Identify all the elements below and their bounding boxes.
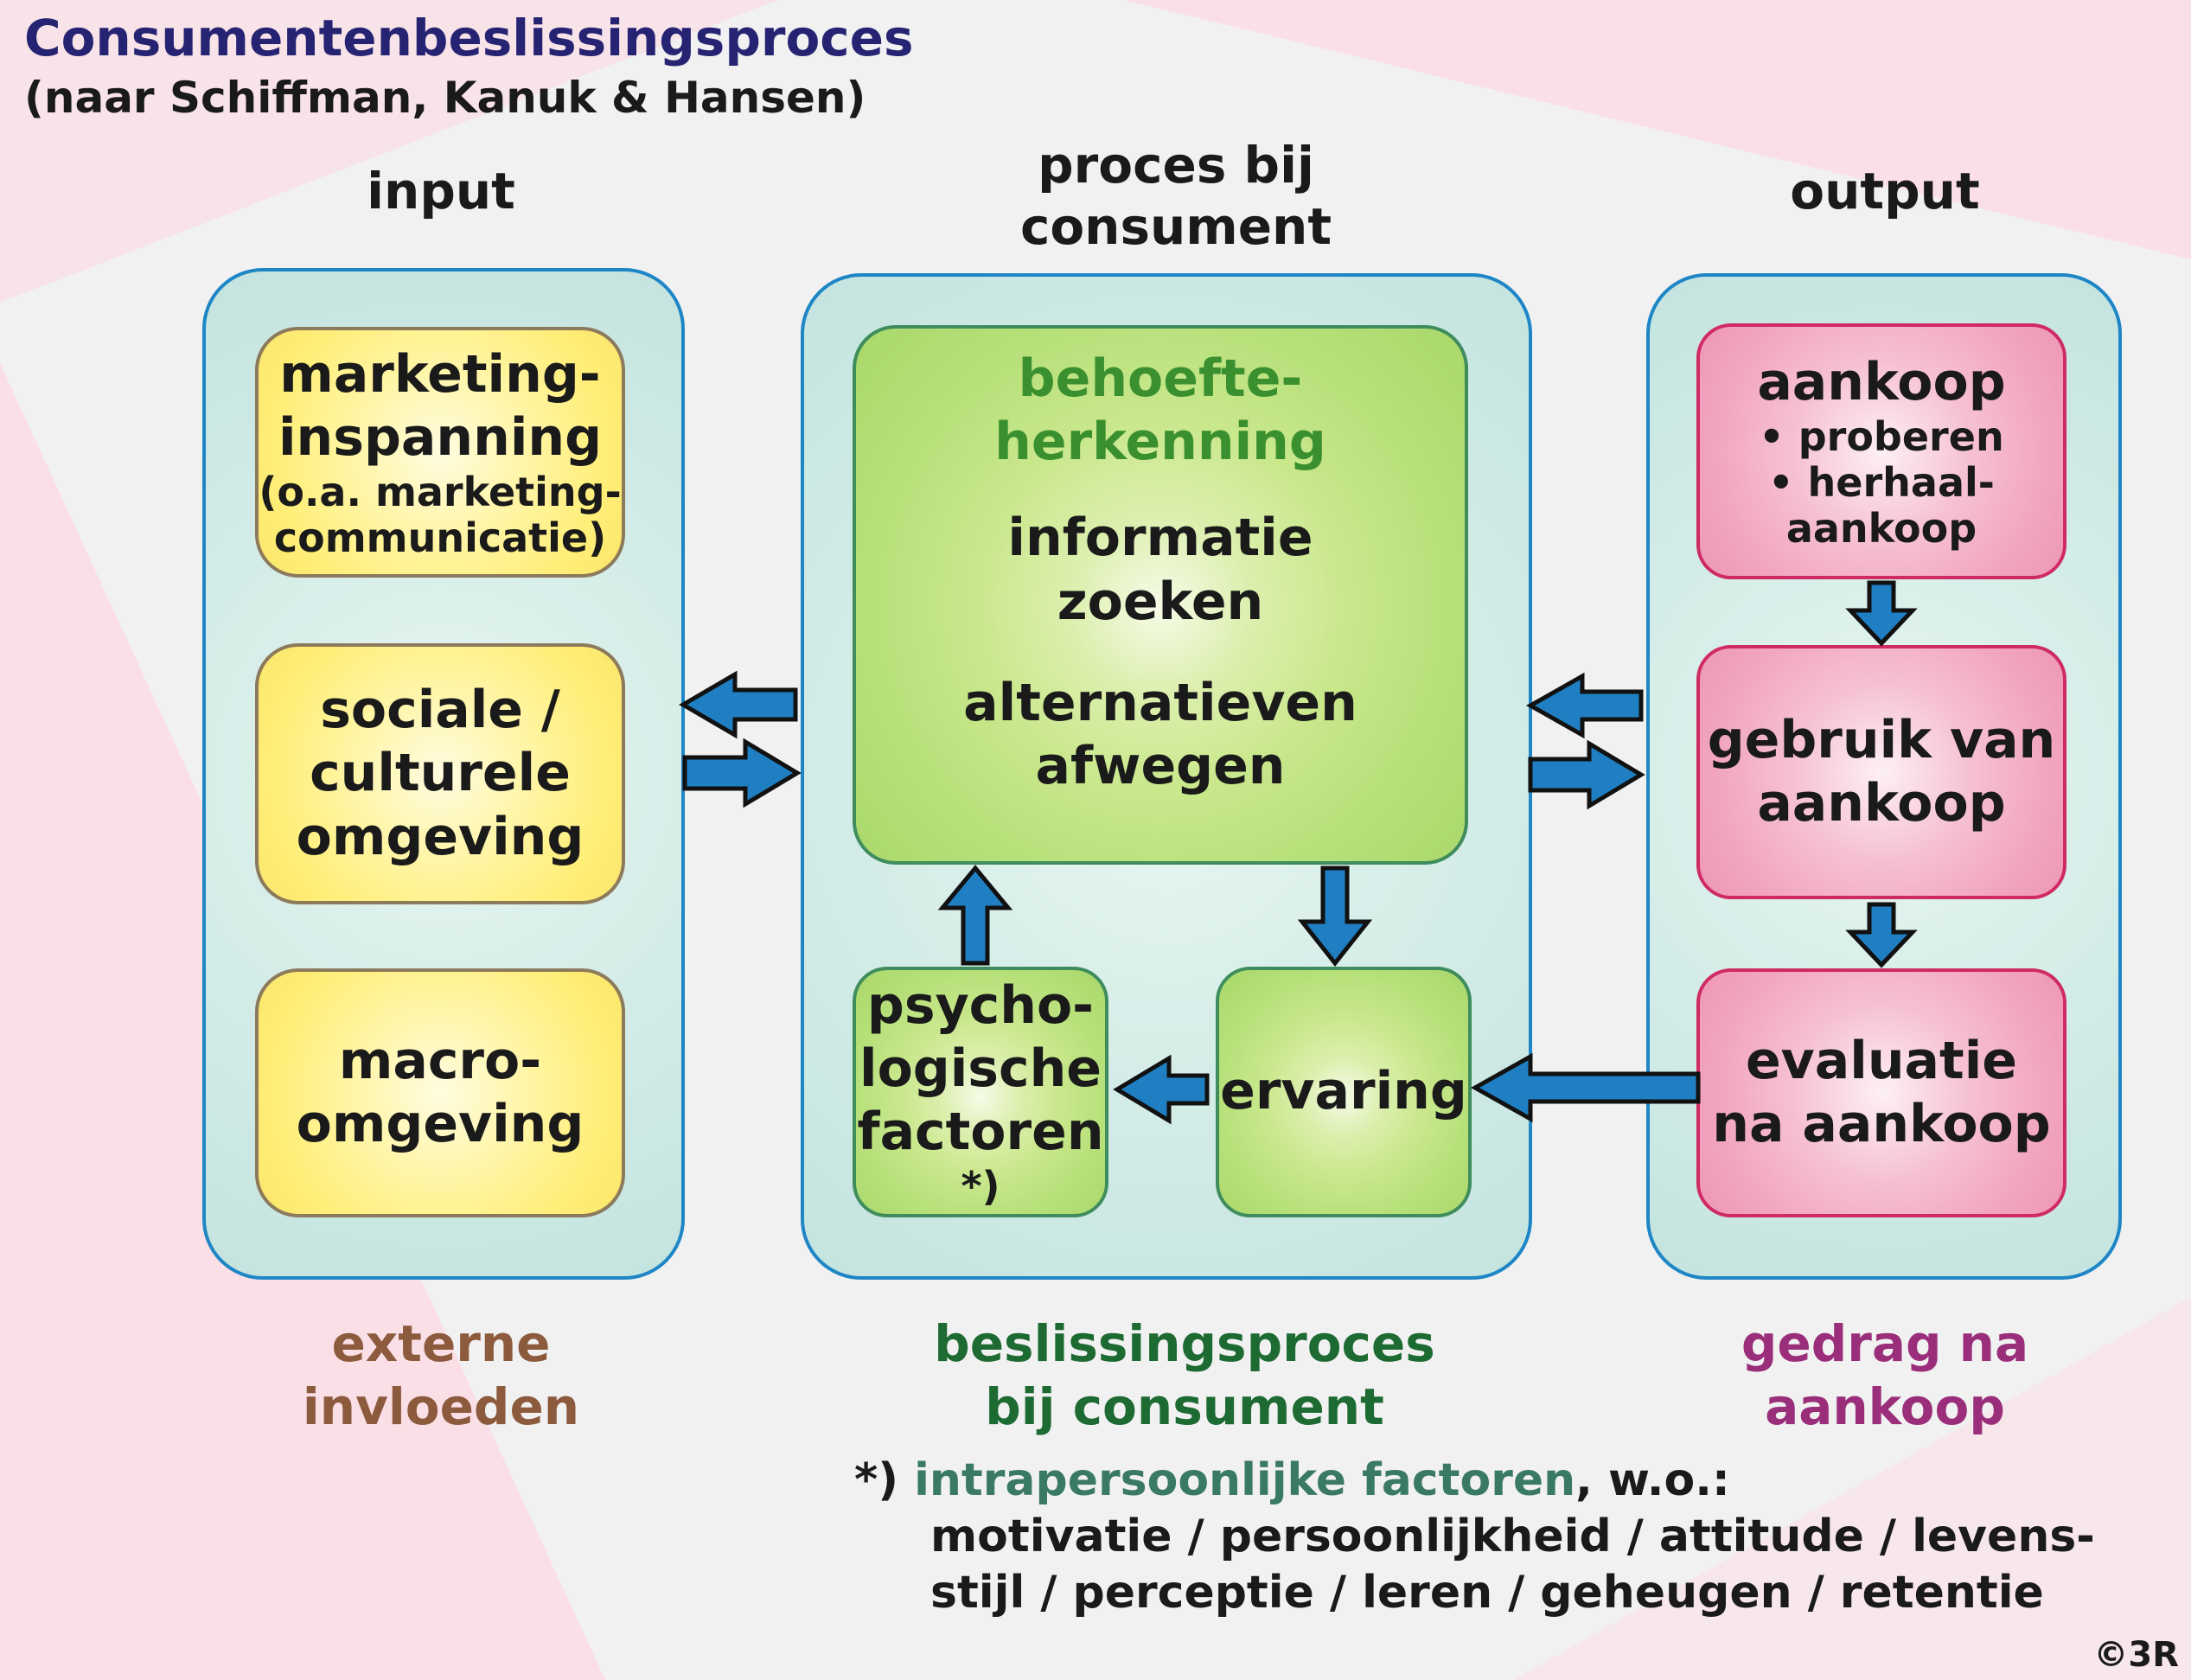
macro-environment-box: macro- omgeving — [255, 968, 625, 1217]
info-search-line1: informatie — [1007, 508, 1313, 569]
arrow-right-process-to-output — [1528, 739, 1645, 810]
need-recognition-line2: herkenning — [994, 412, 1326, 473]
macro-environment-line1: macro- — [338, 1030, 542, 1091]
copyright-mark: ©3R — [2093, 1635, 2179, 1675]
psychological-line3: factoren — [857, 1102, 1104, 1163]
usage-box: gebruik van aankoop — [1696, 645, 2066, 899]
evaluation-line2: na aankoop — [1712, 1094, 2051, 1154]
footer-post-line1: gedrag na — [1741, 1314, 2029, 1373]
footer-decision-process: beslissingsproces bij consument — [873, 1313, 1496, 1438]
output-heading: output — [1790, 162, 1980, 220]
marketing-effort-line2: inspanning — [278, 407, 603, 469]
arrow-right-input-to-process — [682, 738, 802, 808]
psychological-line1: psycho- — [866, 974, 1095, 1036]
marketing-effort-line1: marketing- — [279, 343, 601, 405]
footer-decision-line1: beslissingsproces — [934, 1314, 1435, 1373]
process-heading-line2: consument — [1019, 196, 1332, 256]
social-cultural-line3: omgeving — [296, 806, 584, 867]
purchase-title: aankoop — [1757, 352, 2006, 413]
footer-external-influences: externe invloeden — [233, 1313, 648, 1438]
footnote: *) intrapersoonlijke factoren, w.o.: mot… — [854, 1453, 2151, 1621]
footnote-marker: *) — [854, 1454, 898, 1506]
arrow-down-purchase-to-usage — [1845, 580, 1918, 647]
footnote-line2: motivatie / persoonlijkheid / attitude /… — [930, 1511, 2095, 1562]
macro-environment-line2: omgeving — [296, 1094, 584, 1154]
input-heading: input — [367, 162, 515, 220]
footnote-line1: *) intrapersoonlijke factoren, w.o.: — [854, 1453, 2151, 1509]
psychological-line2: logische — [859, 1038, 1102, 1099]
alternatives-line1: alternatieven — [963, 672, 1357, 733]
arrow-left-experience-to-psychological — [1113, 1054, 1210, 1125]
arrow-left-evaluation-to-experience — [1470, 1052, 1701, 1123]
social-cultural-box: sociale / culturele omgeving — [255, 643, 625, 904]
arrow-down-process-to-experience — [1297, 866, 1373, 968]
experience-label: ervaring — [1220, 1061, 1467, 1122]
experience-box: ervaring — [1216, 967, 1472, 1217]
arrow-left-process-to-input — [679, 670, 798, 739]
social-cultural-line2: culturele — [310, 743, 571, 804]
marketing-effort-box: marketing- inspanning (o.a. marketing- c… — [255, 327, 625, 578]
evaluation-line1: evaluatie — [1745, 1030, 2017, 1091]
purchase-box: aankoop • proberen • herhaal- aankoop — [1696, 323, 2066, 579]
marketing-effort-line3: (o.a. marketing- — [259, 469, 622, 516]
process-heading: proces bij consument — [917, 135, 1435, 258]
psychological-factors-box: psycho- logische factoren *) — [853, 967, 1108, 1217]
psychological-line4: *) — [961, 1163, 1000, 1210]
footnote-suffix: , w.o.: — [1575, 1454, 1730, 1506]
alternatives-line2: afwegen — [1035, 735, 1286, 796]
social-cultural-line1: sociale / — [320, 680, 560, 741]
arrow-left-output-to-process — [1525, 672, 1644, 739]
arrow-down-usage-to-evaluation — [1845, 902, 1918, 968]
usage-line2: aankoop — [1757, 773, 2006, 834]
purchase-bullet-try: • proberen — [1759, 413, 2004, 461]
footer-external-line1: externe — [331, 1314, 551, 1373]
purchase-bullet-repeat: • herhaal- — [1768, 459, 1995, 507]
footer-post-purchase: gedrag na aankoop — [1677, 1313, 2092, 1438]
evaluation-box: evaluatie na aankoop — [1696, 968, 2066, 1217]
footnote-highlight: intrapersoonlijke factoren — [914, 1454, 1576, 1506]
purchase-bullet-repeat-cont: aankoop — [1785, 505, 1977, 553]
process-heading-line1: proces bij — [1038, 136, 1314, 195]
decision-process-box: behoefte- herkenning informatie zoeken a… — [853, 325, 1468, 865]
footnote-line3: stijl / perceptie / leren / geheugen / r… — [930, 1567, 2044, 1619]
marketing-effort-line4: communicatie) — [273, 514, 607, 562]
info-search-line2: zoeken — [1057, 571, 1264, 632]
footer-decision-line2: bij consument — [985, 1377, 1384, 1436]
arrow-up-psychological-to-process — [937, 865, 1013, 966]
footer-external-line2: invloeden — [302, 1377, 580, 1436]
page-subtitle: (naar Schiffman, Kanuk & Hansen) — [24, 73, 866, 123]
usage-line1: gebruik van — [1707, 709, 2056, 770]
footer-post-line2: aankoop — [1765, 1377, 2005, 1436]
page-title: Consumentenbeslissingsproces — [24, 9, 914, 67]
need-recognition-line1: behoefte- — [1018, 348, 1303, 409]
